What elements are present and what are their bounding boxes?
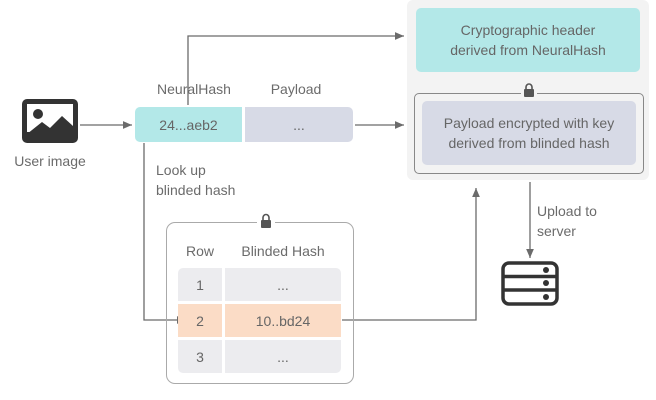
voucher-output-panel: Cryptographic header derived from Neural… [407, 0, 649, 180]
user-image-label: User image [14, 153, 86, 169]
encrypted-payload-box: Payload encrypted with key derived from … [422, 101, 636, 165]
server-icon [501, 261, 559, 306]
image-icon [22, 99, 78, 143]
lock-icon [257, 212, 275, 230]
table-row-2-index: 2 [178, 304, 222, 337]
table-row-2-hash: 10..bd24 [225, 304, 341, 337]
lock-icon [521, 82, 537, 98]
arrow-lookup [143, 143, 186, 324]
arrow-row-to-payload [342, 188, 480, 321]
encrypted-payload-frame: Payload encrypted with key derived from … [414, 93, 644, 174]
table-row-3-index: 3 [178, 340, 222, 373]
neuralhash-header: NeuralHash [157, 81, 231, 97]
table-header-hash: Blinded Hash [241, 243, 325, 259]
blinded-hash-table: Row Blinded Hash 1 ... 2 10..bd24 3 ... [166, 222, 354, 384]
payload-value: ... [245, 107, 353, 142]
table-row-1-index: 1 [178, 268, 222, 301]
lookup-label: Look up blinded hash [156, 162, 236, 198]
table-header-row: Row [185, 243, 214, 259]
table-row-3-hash: ... [225, 340, 341, 373]
neuralhash-value: 24...aeb2 [135, 107, 242, 142]
user-image [20, 98, 80, 146]
table-row-1-hash: ... [225, 268, 341, 301]
cryptographic-header-box: Cryptographic header derived from Neural… [416, 8, 640, 72]
arrow-to-header [187, 32, 404, 105]
payload-header: Payload [270, 81, 322, 97]
upload-label: Upload to server [537, 203, 597, 239]
